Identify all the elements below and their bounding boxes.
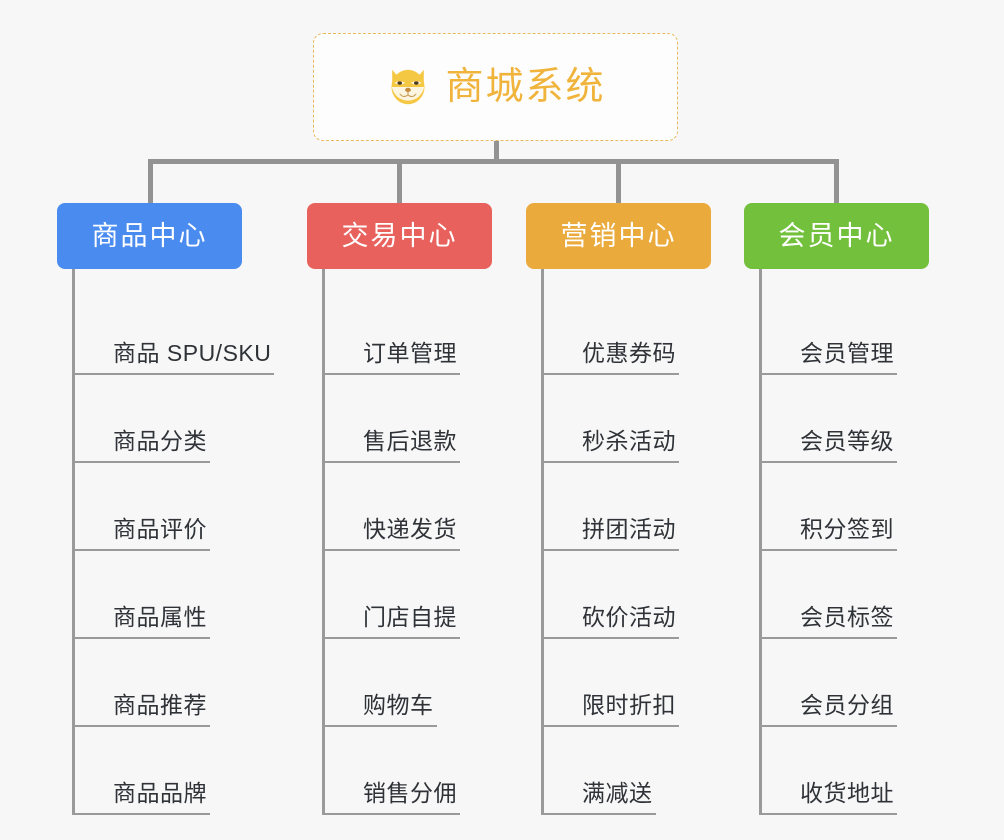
list-item[interactable]: 积分签到 <box>759 463 934 551</box>
list-item[interactable]: 售后退款 <box>322 375 497 463</box>
category-column-1: 商品中心 商品 SPU/SKU 商品分类 商品评价 商品属性 商品推荐 商品品牌 <box>57 203 277 815</box>
shiba-dog-emoji <box>391 69 426 105</box>
leaf-label: 限时折扣 <box>582 692 676 718</box>
category-header-1[interactable]: 商品中心 <box>57 203 242 269</box>
leaf-underline <box>541 461 679 463</box>
leaf-label: 售后退款 <box>363 428 457 454</box>
connector-drop-3 <box>616 159 621 203</box>
leaf-underline <box>541 725 679 727</box>
leaf-label: 商品 SPU/SKU <box>113 340 272 366</box>
leaf-underline <box>541 637 679 639</box>
leaf-label: 商品分类 <box>113 428 207 454</box>
category-column-4: 会员中心 会员管理 会员等级 积分签到 会员标签 会员分组 收货地址 <box>744 203 934 815</box>
leaf-label: 销售分佣 <box>363 780 457 806</box>
leaf-underline <box>322 725 437 727</box>
connector-drop-4 <box>834 159 839 203</box>
list-item[interactable]: 商品品牌 <box>72 727 277 815</box>
list-item[interactable]: 拼团活动 <box>541 463 716 551</box>
leaf-label: 收货地址 <box>800 780 894 806</box>
list-item[interactable]: 会员标签 <box>759 551 934 639</box>
leaf-label: 购物车 <box>363 692 434 718</box>
connector-drop-1 <box>148 159 153 203</box>
leaf-label: 会员分组 <box>800 692 894 718</box>
category-header-4[interactable]: 会员中心 <box>744 203 929 269</box>
list-item[interactable]: 订单管理 <box>322 287 497 375</box>
leaf-underline <box>72 813 210 815</box>
list-item[interactable]: 满减送 <box>541 727 716 815</box>
branch-list-1: 商品 SPU/SKU 商品分类 商品评价 商品属性 商品推荐 商品品牌 <box>72 269 277 815</box>
list-item[interactable]: 限时折扣 <box>541 639 716 727</box>
category-column-2: 交易中心 订单管理 售后退款 快递发货 门店自提 购物车 销售分佣 <box>307 203 497 815</box>
leaf-label: 砍价活动 <box>582 604 676 630</box>
list-item[interactable]: 购物车 <box>322 639 497 727</box>
list-item[interactable]: 秒杀活动 <box>541 375 716 463</box>
leaf-underline <box>322 373 460 375</box>
leaf-underline <box>759 549 897 551</box>
list-item[interactable]: 销售分佣 <box>322 727 497 815</box>
list-item[interactable]: 商品分类 <box>72 375 277 463</box>
leaf-underline <box>759 637 897 639</box>
list-item[interactable]: 优惠券码 <box>541 287 716 375</box>
connector-root-stem <box>494 141 499 163</box>
leaf-label: 优惠券码 <box>582 340 676 366</box>
leaf-label: 门店自提 <box>363 604 457 630</box>
leaf-label: 秒杀活动 <box>582 428 676 454</box>
leaf-underline <box>72 461 210 463</box>
list-item[interactable]: 砍价活动 <box>541 551 716 639</box>
branch-list-4: 会员管理 会员等级 积分签到 会员标签 会员分组 收货地址 <box>759 269 934 815</box>
leaf-label: 商品属性 <box>113 604 207 630</box>
leaf-label: 会员标签 <box>800 604 894 630</box>
leaf-underline <box>322 461 460 463</box>
branch-list-3: 优惠券码 秒杀活动 拼团活动 砍价活动 限时折扣 满减送 <box>541 269 716 815</box>
category-header-2[interactable]: 交易中心 <box>307 203 492 269</box>
leaf-label: 满减送 <box>582 780 653 806</box>
leaf-underline <box>72 637 210 639</box>
list-item[interactable]: 会员等级 <box>759 375 934 463</box>
leaf-underline <box>759 373 897 375</box>
leaf-label: 快递发货 <box>363 516 457 542</box>
leaf-label: 商品评价 <box>113 516 207 542</box>
list-item[interactable]: 收货地址 <box>759 727 934 815</box>
leaf-underline <box>322 813 460 815</box>
list-item[interactable]: 商品推荐 <box>72 639 277 727</box>
leaf-label: 会员等级 <box>800 428 894 454</box>
category-header-3[interactable]: 营销中心 <box>526 203 711 269</box>
list-item[interactable]: 会员分组 <box>759 639 934 727</box>
root-node[interactable]: 商城系统 <box>313 33 678 141</box>
leaf-underline <box>541 549 679 551</box>
leaf-label: 积分签到 <box>800 516 894 542</box>
leaf-underline <box>72 373 274 375</box>
root-title: 商城系统 <box>445 66 606 108</box>
leaf-underline <box>541 373 679 375</box>
leaf-underline <box>322 637 460 639</box>
list-item[interactable]: 商品评价 <box>72 463 277 551</box>
leaf-underline <box>72 725 210 727</box>
leaf-label: 会员管理 <box>800 340 894 366</box>
leaf-label: 商品推荐 <box>113 692 207 718</box>
branch-list-2: 订单管理 售后退款 快递发货 门店自提 购物车 销售分佣 <box>322 269 497 815</box>
category-column-3: 营销中心 优惠券码 秒杀活动 拼团活动 砍价活动 限时折扣 满减送 <box>526 203 716 815</box>
leaf-underline <box>541 813 656 815</box>
list-item[interactable]: 商品属性 <box>72 551 277 639</box>
leaf-label: 订单管理 <box>363 340 457 366</box>
connector-horizontal-bus <box>148 159 839 164</box>
list-item[interactable]: 门店自提 <box>322 551 497 639</box>
leaf-underline <box>759 461 897 463</box>
leaf-underline <box>72 549 210 551</box>
leaf-underline <box>759 725 897 727</box>
list-item[interactable]: 快递发货 <box>322 463 497 551</box>
leaf-label: 商品品牌 <box>113 780 207 806</box>
leaf-underline <box>322 549 460 551</box>
list-item[interactable]: 会员管理 <box>759 287 934 375</box>
list-item[interactable]: 商品 SPU/SKU <box>72 287 277 375</box>
connector-drop-2 <box>397 159 402 203</box>
leaf-underline <box>759 813 897 815</box>
leaf-label: 拼团活动 <box>582 516 676 542</box>
